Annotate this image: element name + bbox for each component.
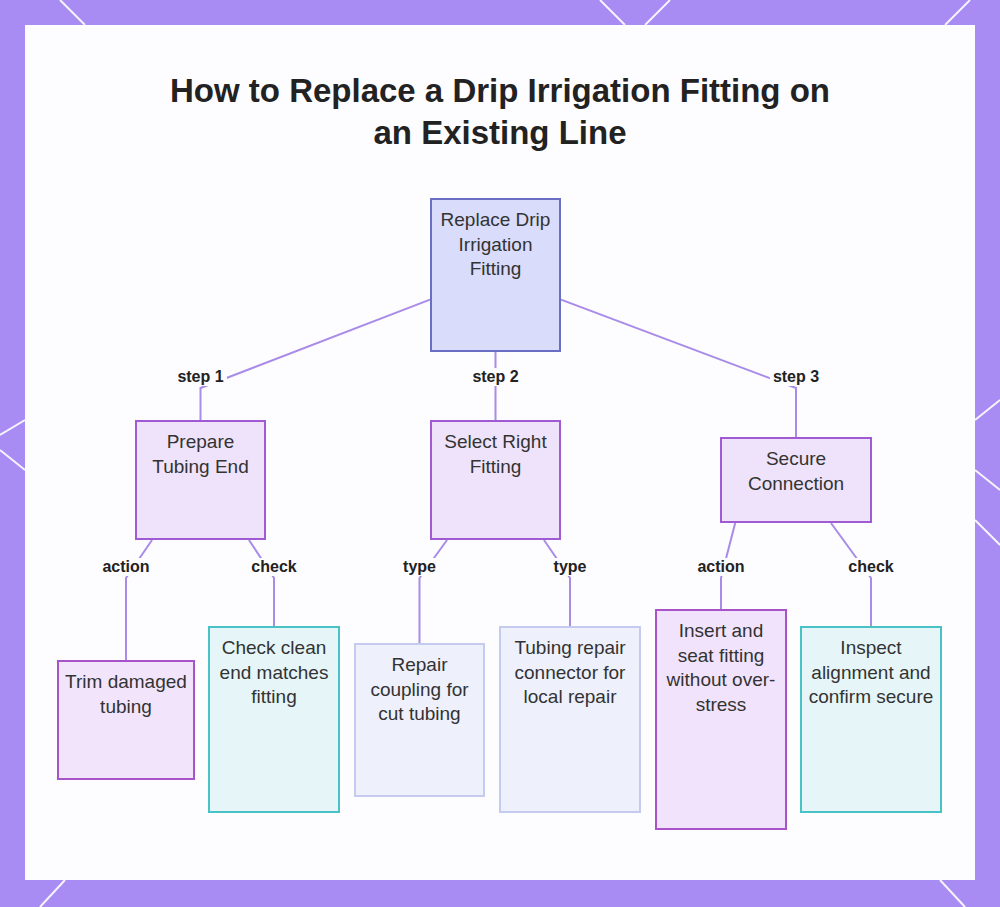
detail-box: Insert and seat fitting without over-str… [655,609,787,830]
edge-label: action [694,558,747,576]
edge-label: step 2 [469,368,521,386]
connector-line [201,300,431,420]
node-text: Select Right Fitting [436,430,555,479]
edge-label: check [248,558,299,576]
edge-label: type [400,558,439,576]
step-box: Select Right Fitting [430,420,561,540]
connector-line [544,540,570,626]
diagram-title: How to Replace a Drip Irrigation Fitting… [150,70,850,154]
detail-box: Inspect alignment and confirm secure [800,626,942,813]
node-text: Repair coupling for cut tubing [360,653,479,727]
step-box: Prepare Tubing End [135,420,266,540]
edge-label: type [551,558,590,576]
step-box: Secure Connection [720,437,872,523]
node-text: Secure Connection [726,447,866,496]
node-text: Replace Drip Irrigation Fitting [436,208,555,282]
edge-label: step 1 [174,368,226,386]
node-text: Inspect alignment and confirm secure [806,636,936,710]
node-text: Trim damaged tubing [63,670,189,719]
connector-line [420,540,448,643]
connector-line [561,300,796,437]
edge-label: action [99,558,152,576]
node-text: Insert and seat fitting without over-str… [661,619,781,717]
edge-label: step 3 [770,368,822,386]
connector-line [495,352,497,420]
detail-box: Check clean end matches fitting [208,626,340,813]
edge-label: check [845,558,896,576]
detail-box: Trim damaged tubing [57,660,195,780]
detail-box: Repair coupling for cut tubing [354,643,485,797]
connector-line [249,540,274,626]
root-box: Replace Drip Irrigation Fitting [430,198,561,352]
detail-box: Tubing repair connector for local repair [499,626,641,813]
node-text: Prepare Tubing End [141,430,260,479]
node-text: Check clean end matches fitting [214,636,334,710]
node-text: Tubing repair connector for local repair [505,636,635,710]
